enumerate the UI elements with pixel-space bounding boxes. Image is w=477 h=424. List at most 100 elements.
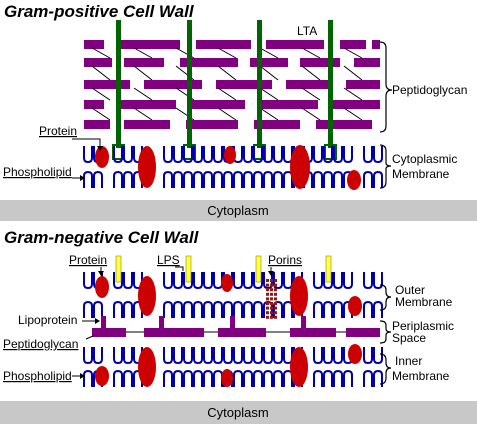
peptidoglycan-strand [218,328,266,337]
porin-channel [274,297,277,301]
peptidoglycan-strand [216,80,272,89]
lipid-top [283,272,293,290]
porin-channel [266,306,269,310]
lipid-top [163,272,173,290]
lipid-top [343,272,353,290]
peptidoglycan-strand [340,40,366,49]
membrane-protein [138,276,156,316]
lipid-top [83,272,93,290]
peptidoglycan-label: Peptidoglycan [392,83,467,97]
peptidoglycan-strand [332,100,380,109]
lipid-bottom [263,170,273,188]
lipid-top [253,146,263,164]
phospholipid-label: Phospholipid [3,165,72,179]
lipid-bottom [253,170,263,188]
peptide-crosslink [343,65,363,81]
lipid-bottom [183,369,193,387]
peptidoglycan-strand [180,58,238,67]
porin-channel [274,311,277,315]
lipid-top [193,146,203,164]
lipid-bottom [203,369,213,387]
lipid-bottom [233,369,243,387]
lipid-top [233,347,243,365]
membrane-protein [290,145,310,189]
periplasmic-space-bracket [379,320,392,344]
cytoplasmic-membrane-bracket [379,144,392,189]
peptidoglycan-strand [84,80,130,89]
protein-pointer [72,138,101,148]
membrane-protein [348,344,362,364]
gn-phospholipid-arrowhead [80,373,85,379]
inner-membrane [83,344,383,387]
porin-channel [274,288,277,292]
outer-membrane-bracket [379,284,392,311]
inner-membrane-bracket [379,353,392,385]
peptidoglycan-strand [196,40,251,49]
lipid-top [373,146,383,164]
lipid-bottom [83,369,93,387]
lipid-top [343,146,353,164]
lipid-top [83,146,93,164]
lipid-bottom [333,300,343,318]
lipid-bottom [163,170,173,188]
peptide-crosslink [301,107,321,121]
lipid-bottom [163,300,173,318]
lta-label: LTA [297,24,317,38]
lta-strand [257,20,262,148]
peptide-crosslink [217,65,237,81]
phospholipid-arrowhead [80,175,85,181]
peptidoglycan-strand [300,58,340,67]
gram-positive-cytoplasmic-membrane [83,145,383,190]
lipid-top [173,272,183,290]
lipid-bottom [193,369,203,387]
lps-molecule [255,255,262,283]
lipid-bottom [333,170,343,188]
lipid-top [373,347,383,365]
lipid-bottom [123,300,133,318]
lipid-top [213,146,223,164]
lipid-bottom [363,300,373,318]
porin-channel [266,315,269,319]
lipid-top [323,272,333,290]
peptidoglycan-bracket [379,41,393,133]
lipid-top [93,347,103,365]
peptidoglycan-strand [84,40,104,49]
lipid-bottom [213,369,223,387]
porin-channel [270,292,273,296]
peptidoglycan-strand [124,120,170,129]
inner-membrane-label-1: Inner [395,354,422,368]
membrane-protein [95,276,109,298]
lta-strand [328,20,333,148]
lipid-bottom [223,170,233,188]
lipid-bottom [373,300,383,318]
lipoprotein [159,316,164,329]
lipid-bottom [173,300,183,318]
lipoprotein [301,316,306,329]
lipid-top [253,272,263,290]
lipid-bottom [343,369,353,387]
peptide-crosslink [343,107,363,121]
lipid-bottom [333,369,343,387]
porin-channel [266,302,269,305]
lipid-bottom [233,300,243,318]
peptidoglycan-strand [144,80,202,89]
peptidoglycan-strand [124,58,164,67]
lipid-top [363,272,373,290]
peptidoglycan-strand [354,58,380,67]
membrane-protein [138,146,156,188]
lipid-top [253,347,263,365]
porin-channel [266,288,269,292]
peptidoglycan-strand [118,40,180,49]
lipid-bottom [373,369,383,387]
lipid-top [173,347,183,365]
porin-channel [266,297,269,301]
peptide-crosslink [91,65,111,81]
lipid-top [363,146,373,164]
lipid-top [173,146,183,164]
lipid-top [213,272,223,290]
lipid-bottom [213,300,223,318]
lipid-top [263,347,273,365]
lipid-top [183,272,193,290]
membrane-protein [347,170,361,190]
